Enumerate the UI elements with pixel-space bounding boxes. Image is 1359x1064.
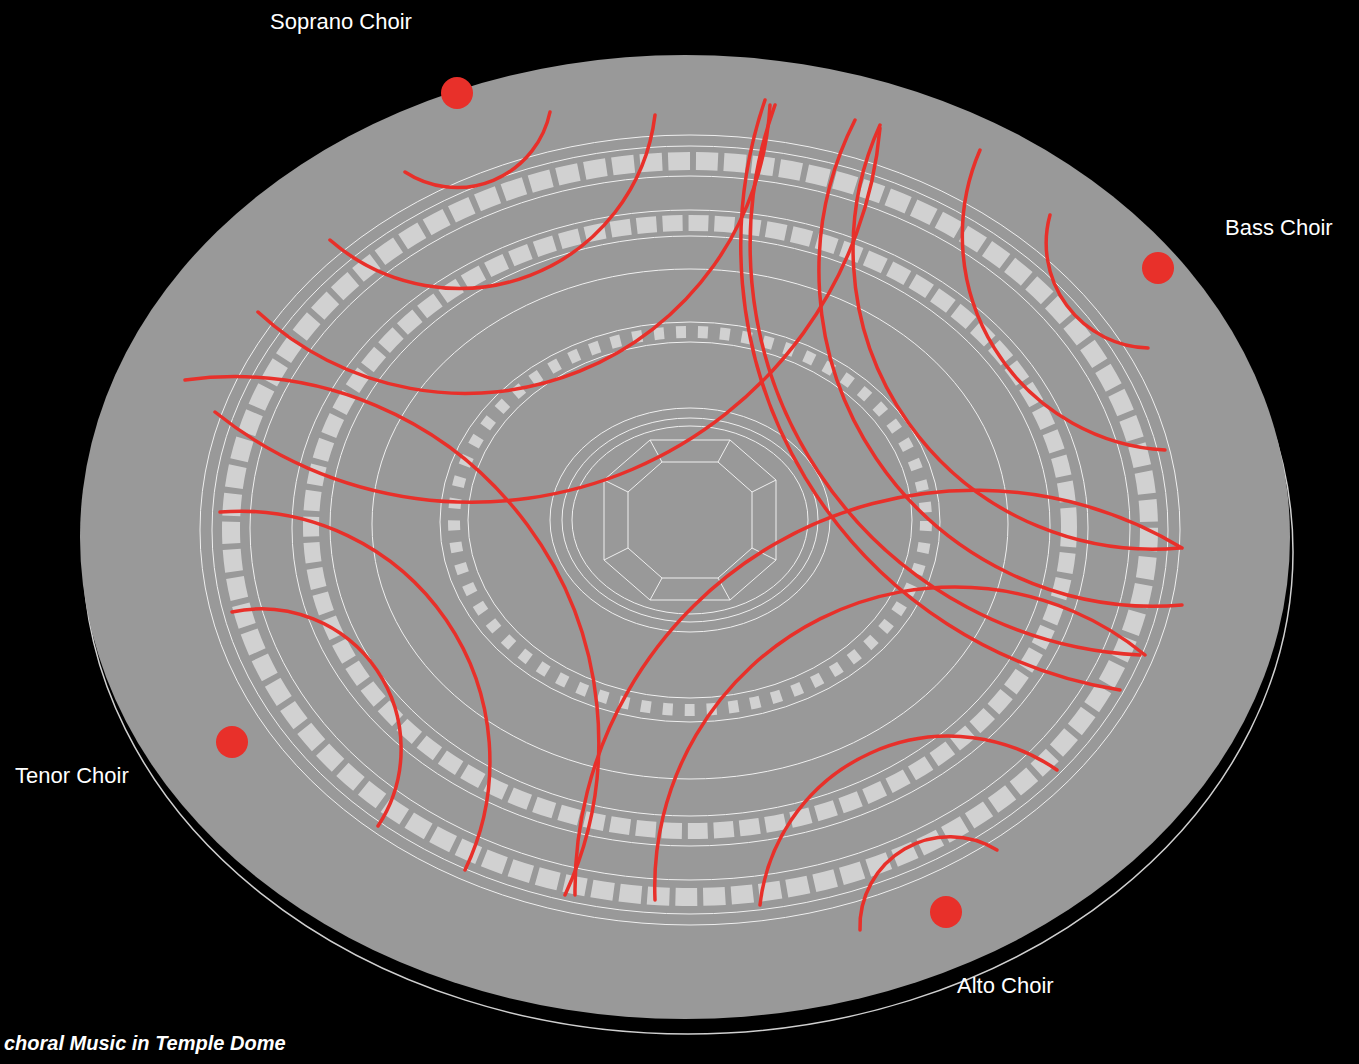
sound-waves (185, 100, 1182, 930)
choir-dots (216, 77, 1174, 928)
caption: choral Music in Temple Dome (4, 1032, 286, 1054)
choir-label: Bass Choir (1225, 216, 1333, 240)
choir-label: Soprano Choir (270, 10, 412, 34)
arcade-scallops (231, 161, 1149, 897)
disc-top (80, 55, 1290, 1019)
choir-label: Tenor Choir (15, 764, 129, 788)
choir-label: Alto Choir (957, 974, 1054, 998)
